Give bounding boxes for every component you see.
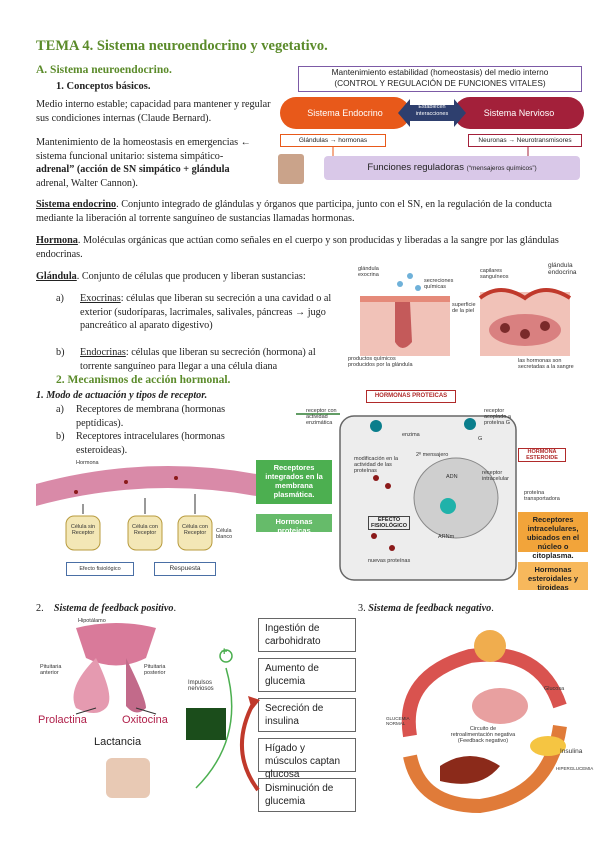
label-endocrina: glándula endocrina [548, 262, 577, 276]
pituitary-illustration [73, 623, 233, 798]
label-prolactina: Prolactina [38, 714, 87, 726]
definition-sistema-endocrino: Sistema endocrino. Conjunto integrado de… [36, 199, 552, 224]
label-glucosa: Glucosa [544, 686, 565, 692]
label-glucemia-normal: GLUCEMIA NORMAL [386, 716, 410, 726]
label-lactancia: Lactancia [94, 736, 142, 748]
label-cell3: Célula con Receptor [182, 524, 208, 536]
feedback-positivo-diagram: Hipotálamo Pituitaria anterior Pituitari… [36, 618, 240, 828]
label-exocrina: glándula exocrina [358, 266, 379, 278]
item-b-label: b) [56, 347, 65, 358]
receptores-membrana-box: Receptores integrados en la membrana pla… [256, 460, 332, 504]
definition-glandula: Glándula. Conjunto de células que produc… [36, 271, 306, 282]
item-receptores-membrana: Receptores de membrana (hormonas peptídi… [76, 404, 226, 429]
label-receptor-enzimatico: receptor con actividad enzimática [306, 408, 337, 426]
step-ingestion: Ingestión de carbohidrato [258, 618, 356, 652]
feedback-steps: Ingestión de carbohidrato Aumento de glu… [258, 618, 358, 812]
hormonas-proteicas-top: HORMONAS PROTEICAS [366, 390, 456, 403]
glucose-cycle-illustration [401, 630, 567, 814]
paragraph-medio-interno: Medio interno estable; capacidad para ma… [36, 99, 271, 124]
label-productos: productos químicos producidos por la glá… [348, 356, 413, 368]
blood-vessel-illustration [36, 466, 256, 551]
label-pituitaria-posterior: Pituitaria posterior [144, 664, 166, 676]
interaction-arrow-icon [398, 99, 466, 127]
label-cell1: Célula sin Receptor [70, 524, 96, 536]
label-capilares: capilares sanguíneos [480, 268, 509, 280]
subsection-1-heading: 1. Conceptos básicos. [56, 81, 151, 92]
label-adn: ADN [446, 474, 458, 480]
label-superficie: superficie de la piel [452, 302, 476, 314]
definition-hormona: Hormona. Moléculas orgánicas que actúan … [36, 235, 559, 260]
label-hiperglucemia: HIPERGLUCEMIA [556, 766, 594, 771]
step-higado-musculos: Hígado y músculos captan glucosa [258, 738, 356, 780]
label-cell2: Célula con Receptor [132, 524, 158, 536]
item-2b-label: b) [56, 431, 65, 442]
item-receptores-intracelulares: Receptores intracelulares (hormonas este… [76, 431, 225, 456]
hormonas-esteroidales-box: Hormonas esteroidales y tiroideas [518, 562, 588, 592]
feedback-positivo-heading: 2. Sistema de feedback positivo. [36, 603, 177, 614]
label-oxitocina: Oxitocina [122, 714, 168, 726]
label-enzima: enzima [402, 432, 420, 438]
item-endocrinas: Endocrinas: células que liberan su secre… [80, 347, 316, 372]
neuronas-neurotransmisores-box: Neuronas → Neurotransmisores [468, 134, 582, 147]
gland-diagram: glándula exocrina secreciones químicas s… [340, 262, 584, 370]
homeostasis-header: Mantenimiento estabilidad (homeostasis) … [298, 66, 582, 92]
hormonas-proteicas-box: Hormonas proteicas [256, 514, 332, 535]
label-arnm: ARNm [438, 534, 455, 540]
label-receptor-intracelular: receptor intracelular [482, 470, 509, 482]
label-impulsos-nerviosos: Impulsos nerviosos [188, 680, 214, 692]
receptores-intracelulares-box: Receptores intracelulares, ubicados en e… [518, 512, 588, 560]
feedback-negativo-diagram: Circuito de retroalimentación negativa (… [380, 616, 594, 828]
step-disminucion-glucemia: Disminución de glucemia [258, 778, 356, 812]
receptor-diagram-left: Hormona Célula sin Receptor Célula con R… [36, 456, 256, 582]
label-hormonas-sangre: las hormonas son secretadas a la sangre [518, 358, 574, 370]
page-title: TEMA 4. Sistema neuroendocrino y vegetat… [36, 38, 328, 54]
label-g: G [478, 436, 483, 442]
scientist-portrait [278, 154, 304, 184]
step-aumento-glucemia: Aumento de glucemia [258, 658, 356, 692]
plus-icon: + [221, 646, 228, 658]
homeostasis-diagram: Mantenimiento estabilidad (homeostasis) … [278, 62, 584, 190]
paragraph-homeostasis: Mantenimiento de la homeostasis en emerg… [36, 137, 251, 189]
efecto-fisiologico-label: EFECTO FISIOLÓGICO [368, 516, 410, 530]
label-segundo-mensajero: 2º mensajero [416, 452, 449, 458]
sistema-endocrino-pill: Sistema Endocrino [280, 97, 410, 129]
section-a-heading: A. Sistema neuroendocrino. [36, 64, 172, 76]
cell-illustration [296, 413, 517, 581]
funciones-reguladoras-box: Funciones reguladoras (“mensajeros quími… [324, 156, 580, 180]
receptor-diagram-right: HORMONAS PROTEICAS Receptores integrados… [256, 386, 590, 594]
label-pituitaria-anterior: Pituitaria anterior [40, 664, 62, 676]
feedback-loop-arrow-icon [240, 696, 260, 792]
item-a-label: a) [56, 293, 64, 304]
feedback-negativo-heading: 3. Sistema de feedback negativo. [358, 603, 494, 614]
label-celula-blanco: Célula blanco [216, 528, 233, 540]
label-insulina: Insulina [560, 748, 583, 755]
label-proteina-transportadora: proteína transportadora [524, 490, 560, 502]
step-secrecion-insulina: Secreción de insulina [258, 698, 356, 732]
section-2-sub: 1. Modo de actuación y tipos de receptor… [36, 390, 208, 401]
hormona-esteroide-label: HORMONA ESTEROIDE [518, 448, 566, 462]
label-modificacion: modificación en la actividad de las prot… [354, 456, 399, 474]
label-circuito: Circuito de retroalimentación negativa (… [450, 726, 516, 744]
label-hipotalamo: Hipotálamo [78, 618, 106, 624]
item-2a-label: a) [56, 404, 64, 415]
label-hormona: Hormona [76, 460, 99, 466]
label-nuevas-proteinas: nuevas proteínas [368, 558, 411, 564]
respuesta-box: Respuesta [154, 562, 216, 576]
item-exocrinas: Exocrinas: células que liberan su secrec… [80, 293, 332, 332]
sistema-nervioso-pill: Sistema Nervioso [454, 97, 584, 129]
label-secreciones: secreciones químicas [424, 278, 454, 290]
section-2-heading: 2. Mecanismos de acción hormonal. [56, 374, 231, 386]
gland-illustration [360, 273, 572, 356]
interaction-label: Establecen interacciones [415, 104, 449, 117]
label-receptor-g: receptor acoplado a proteína G [484, 408, 511, 426]
efecto-fisiologico-box: Efecto fisiológico [66, 562, 134, 576]
